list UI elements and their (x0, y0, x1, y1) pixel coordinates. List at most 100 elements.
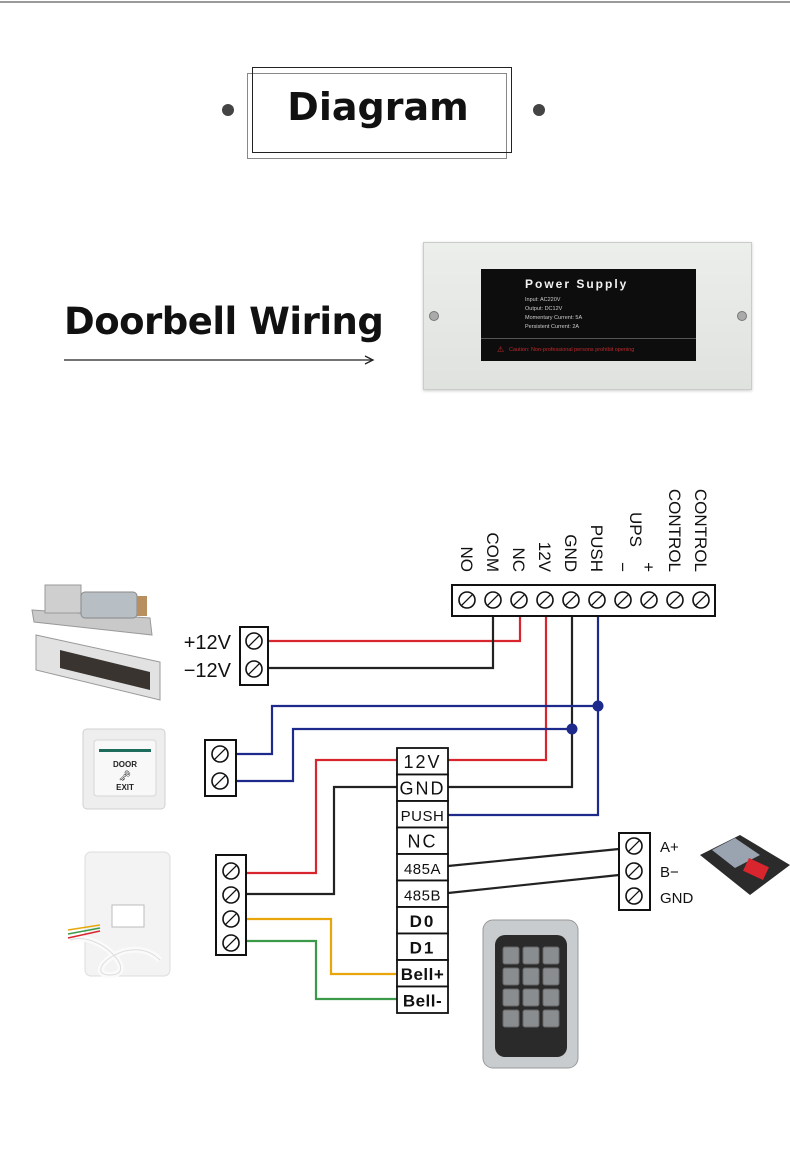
terminal-label-ups: UPS (626, 512, 645, 547)
psu-spec-persistent: Persistent Current: 2A (525, 324, 580, 330)
keypad-key (542, 946, 560, 965)
psu-spec-output: Output: DC12V (525, 306, 563, 312)
lock-label-minus12v: −12V (184, 660, 232, 682)
terminal-label: COM (483, 532, 502, 572)
screw-icon (222, 910, 240, 928)
junction-dot (566, 723, 578, 735)
screw-icon (588, 591, 606, 609)
wire-psu-gnd (448, 615, 574, 789)
controller-terminal-label: D0 (410, 912, 436, 931)
screw-icon (737, 311, 747, 321)
screw-icon (484, 591, 502, 609)
terminal-label: GND (561, 534, 580, 572)
wire-exit-button-2 (236, 727, 572, 783)
bullet-dot-left (222, 104, 234, 116)
controller-terminal-label: 485A (404, 861, 441, 878)
screw-icon (562, 591, 580, 609)
rs485-label-b: B− (660, 864, 679, 881)
key-icon: 🗝 (119, 770, 132, 782)
screw-icon (625, 887, 643, 905)
main-terminal-block: NO COM NC 12V GND PUSH−+ CONTROL CONTROL UPS (451, 489, 716, 617)
wire-doorbell-gnd (246, 785, 397, 896)
warning-triangle-icon: ⚠ (497, 345, 505, 354)
screw-icon (429, 311, 439, 321)
doorbell-image (67, 851, 171, 979)
arrow-right-icon (64, 355, 375, 365)
terminal-label: PUSH (587, 525, 606, 572)
rs485-label-gnd: GND (660, 890, 694, 907)
screw-icon (536, 591, 554, 609)
wire-nc-to-lock-plus (268, 615, 522, 643)
wire-doorbell-bell-plus (246, 917, 397, 976)
screw-icon (614, 591, 632, 609)
terminal-label: NC (509, 547, 528, 572)
screw-icon (692, 591, 710, 609)
power-supply-image: Power Supply Input: AC220V Output: DC12V… (423, 242, 752, 390)
keypad-key (502, 967, 520, 986)
page-title: Diagram (287, 85, 469, 129)
screw-icon (666, 591, 684, 609)
top-divider (0, 1, 790, 3)
exit-button-exit-text: EXIT (116, 783, 134, 792)
controller-terminal-label: PUSH (401, 808, 445, 825)
psu-spec-input: Input: AC220V (525, 297, 561, 303)
terminal-label: CONTROL (691, 489, 710, 572)
card-reader-keypad-image (482, 919, 579, 1069)
keypad-key (542, 967, 560, 986)
screw-icon (222, 862, 240, 880)
keypad-key (502, 1009, 520, 1028)
screw-icon (625, 837, 643, 855)
wire-doorbell-bell-minus (246, 939, 397, 1001)
title-frame-front (252, 67, 512, 153)
terminal-label: − (613, 562, 632, 572)
screw-icon (211, 745, 229, 763)
screw-icon (222, 886, 240, 904)
controller-terminal-label: GND (400, 779, 446, 799)
power-supply-label: Power Supply Input: AC220V Output: DC12V… (481, 269, 696, 361)
psu-divider (481, 338, 696, 339)
bullet-dot-right (533, 104, 545, 116)
controller-terminal-label: 485B (404, 888, 441, 905)
screw-icon (222, 934, 240, 952)
exit-button-door-text: DOOR (113, 760, 137, 769)
terminal-label: NO (457, 547, 476, 573)
psu-caution-text: Caution: Non-professional persons prohib… (509, 347, 635, 353)
terminal-label: 12V (535, 542, 554, 573)
wire-psu-push (448, 615, 600, 817)
screw-icon (245, 660, 263, 678)
magnetic-lock-image (35, 634, 161, 701)
keypad-key (522, 946, 540, 965)
electric-bolt-lock-image (31, 584, 153, 636)
screw-icon (510, 591, 528, 609)
exit-button-image: DOOR 🗝 EXIT (82, 728, 166, 810)
wire-485a (447, 847, 620, 868)
keypad-key (502, 988, 520, 1007)
wire-485b (447, 873, 620, 895)
rs485-converter-image (700, 835, 790, 895)
wire-doorbell-12v (246, 758, 397, 875)
section-title: Doorbell Wiring (64, 300, 384, 343)
controller-terminal-label: NC (408, 832, 438, 852)
screw-icon (625, 862, 643, 880)
keypad-key (522, 1009, 540, 1028)
screw-icon (211, 772, 229, 790)
keypad-key (502, 946, 520, 965)
controller-terminal-label: Bell+ (401, 965, 445, 984)
controller-terminal-label: Bell- (403, 992, 442, 1011)
power-supply-title: Power Supply (525, 277, 629, 291)
controller-terminal-label: 12V (403, 752, 441, 772)
title-frame-back (247, 73, 507, 159)
wire-psu-12v (448, 615, 548, 762)
psu-spec-momentary: Momentary Current: 5A (525, 315, 583, 321)
keypad-key (542, 1009, 560, 1028)
wire-com-to-lock-minus (268, 615, 495, 670)
terminal-label: CONTROL (665, 489, 684, 572)
keypad-key (522, 967, 540, 986)
lock-label-plus12v: +12V (184, 632, 232, 654)
screw-icon (458, 591, 476, 609)
controller-terminal-label: D1 (410, 939, 436, 958)
wire-exit-button-1 (236, 704, 598, 756)
terminal-label: + (639, 562, 658, 572)
